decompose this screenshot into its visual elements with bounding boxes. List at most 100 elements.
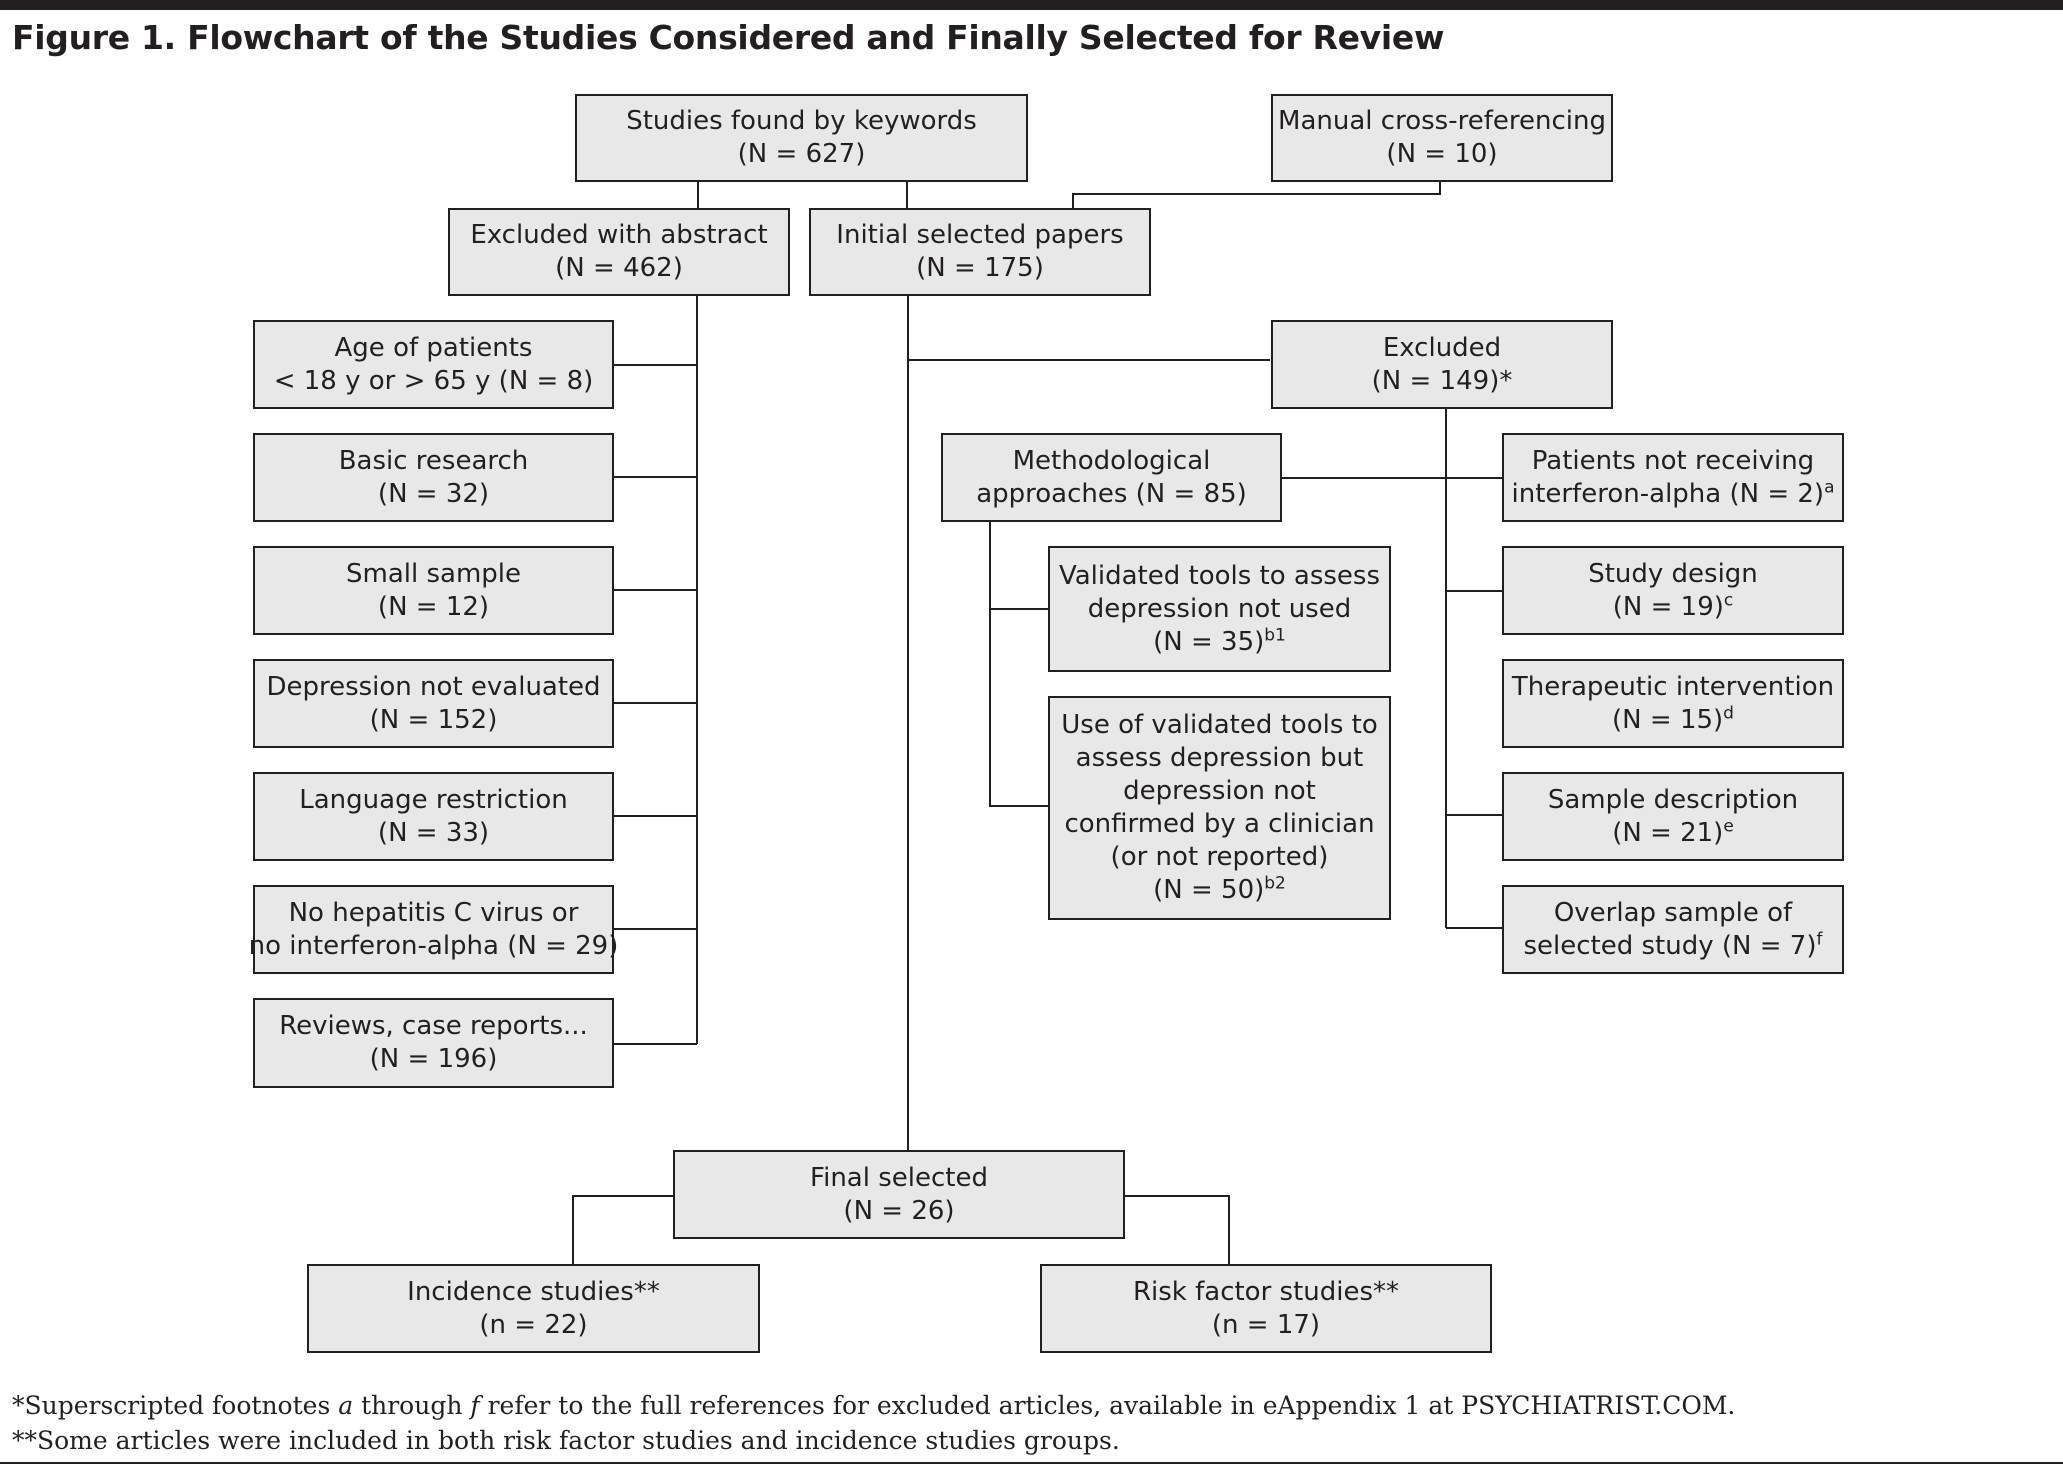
box-label: depression not used [1087,593,1352,624]
box-therapeutic-intervention: Therapeutic intervention (N = 15)d [1502,659,1844,748]
box-count-value: (N = 21) [1612,817,1724,848]
box-label: Final selected [810,1162,988,1193]
box-label: Use of validated tools to [1061,710,1378,740]
box-count-value: selected study (N = 7) [1523,930,1817,961]
box-label: Sample description [1547,784,1799,815]
footnote-marker: f [1816,928,1823,949]
connector-final-to-risk [1124,1195,1230,1265]
box-count: (N = 21)e [1612,817,1734,850]
footnote-marker: a [1824,476,1835,497]
box-count: < 18 y or > 65 y (N = 8) [273,365,594,396]
footnote-text: refer to the full references for exclude… [479,1391,1736,1420]
footnote-italic: a [338,1391,354,1420]
footnote-italic: f [470,1391,480,1420]
box-studies-found-by-keywords: Studies found by keywords (N = 627) [575,94,1028,182]
box-count: (n = 22) [479,1309,588,1340]
figure-title: Figure 1. Flowchart of the Studies Consi… [12,18,1445,57]
box-no-hepatitis-c-virus: No hepatitis C virus or no interferon-al… [249,885,618,974]
box-count: (N = 10) [1386,139,1498,169]
box-label: Methodological [1012,445,1211,476]
box-count: interferon-alpha (N = 2)a [1512,478,1835,511]
box-label: Incidence studies** [407,1276,660,1307]
footnote-marker: d [1723,702,1734,723]
box-count: (N = 50)b2 [1153,874,1286,907]
box-count: (N = 32) [377,478,490,509]
box-label: Depression not evaluated [266,671,601,702]
box-count: (N = 152) [369,704,498,735]
box-label: Excluded with abstract [470,220,768,250]
box-label: Validated tools to assess [1058,560,1381,591]
footnote-1: *Superscripted footnotes a through f ref… [12,1388,1735,1423]
footnotes: *Superscripted footnotes a through f ref… [12,1388,1735,1458]
footnote-marker: b2 [1264,873,1286,894]
box-label: No hepatitis C virus or [288,897,579,928]
box-label: Manual cross-referencing [1278,106,1606,136]
box-count: no interferon-alpha (N = 29) [248,930,619,961]
top-rule [0,0,2063,10]
footnote-text: through [353,1391,471,1420]
box-final-selected: Final selected (N = 26) [673,1150,1125,1239]
box-overlap-sample: Overlap sample of selected study (N = 7)… [1502,885,1844,974]
box-count: approaches (N = 85) [976,478,1247,509]
box-manual-cross-referencing: Manual cross-referencing (N = 10) [1271,94,1613,182]
box-count: (N = 35)b1 [1153,626,1286,659]
box-reviews-case-reports: Reviews, case reports... (N = 196) [253,998,614,1088]
box-initial-selected-papers: Initial selected papers (N = 175) [809,208,1151,296]
box-excluded-with-abstract: Excluded with abstract (N = 462) [448,208,790,296]
box-label: Excluded [1382,332,1502,363]
box-count: (N = 627) [737,139,866,169]
box-count: (N = 12) [377,591,490,622]
box-label: assess depression but [1075,743,1364,773]
box-use-of-validated-tools: Use of validated tools to assess depress… [1048,696,1391,920]
box-language-restriction: Language restriction (N = 33) [253,772,614,861]
box-patients-not-receiving-interferon: Patients not receiving interferon-alpha … [1502,433,1844,522]
box-label: Basic research [338,445,529,476]
footnote-marker: c [1723,589,1734,610]
box-count: (N = 462) [555,253,683,283]
box-study-design: Study design (N = 19)c [1502,546,1844,635]
box-label: Therapeutic intervention [1511,671,1835,702]
box-count: (N = 175) [916,253,1044,283]
box-age-of-patients: Age of patients < 18 y or > 65 y (N = 8) [253,320,614,409]
box-count: (N = 149)* [1371,365,1513,396]
connector-methodological-spine [989,522,1048,807]
box-depression-not-evaluated: Depression not evaluated (N = 152) [253,659,614,748]
box-label: Reviews, case reports... [279,1011,588,1041]
box-methodological-approaches: Methodological approaches (N = 85) [941,433,1282,522]
box-label: Overlap sample of [1553,897,1793,928]
box-count: (N = 19)c [1613,591,1734,624]
box-label: Initial selected papers [836,220,1124,250]
footnote-2: **Some articles were included in both ri… [12,1426,1120,1455]
box-count-value: (N = 15) [1612,704,1724,735]
box-risk-factor-studies: Risk factor studies** (n = 17) [1040,1264,1492,1353]
box-label: Patients not receiving [1531,445,1815,476]
box-incidence-studies: Incidence studies** (n = 22) [307,1264,760,1353]
box-count-value: (N = 50) [1153,875,1265,905]
box-count: (N = 33) [377,817,490,848]
box-label: (or not reported) [1110,842,1329,872]
footnote-text: *Superscripted footnotes [12,1391,339,1420]
box-label: Study design [1588,558,1758,589]
box-label: Risk factor studies** [1132,1276,1400,1307]
box-count-value: (N = 19) [1612,591,1724,622]
connector-final-to-incidence [572,1195,674,1265]
footnote-marker: b1 [1264,624,1286,645]
box-label: confirmed by a clinician [1064,809,1375,839]
box-label: Studies found by keywords [626,106,977,136]
connector-manual-to-initial [1072,181,1441,209]
box-count: (n = 17) [1211,1309,1321,1340]
box-count: (N = 26) [843,1195,955,1226]
box-label: Age of patients [334,332,533,363]
box-basic-research: Basic research (N = 32) [253,433,614,522]
box-label: depression not [1123,776,1316,806]
box-count: (N = 15)d [1612,704,1734,737]
box-validated-tools-not-used: Validated tools to assess depression not… [1048,546,1391,672]
box-label: Language restriction [299,784,568,815]
box-sample-description: Sample description (N = 21)e [1502,772,1844,861]
box-excluded: Excluded (N = 149)* [1271,320,1613,409]
box-label: Small sample [345,558,521,589]
box-count-value: interferon-alpha (N = 2) [1511,478,1825,509]
box-small-sample: Small sample (N = 12) [253,546,614,635]
box-count-value: (N = 35) [1153,626,1265,657]
